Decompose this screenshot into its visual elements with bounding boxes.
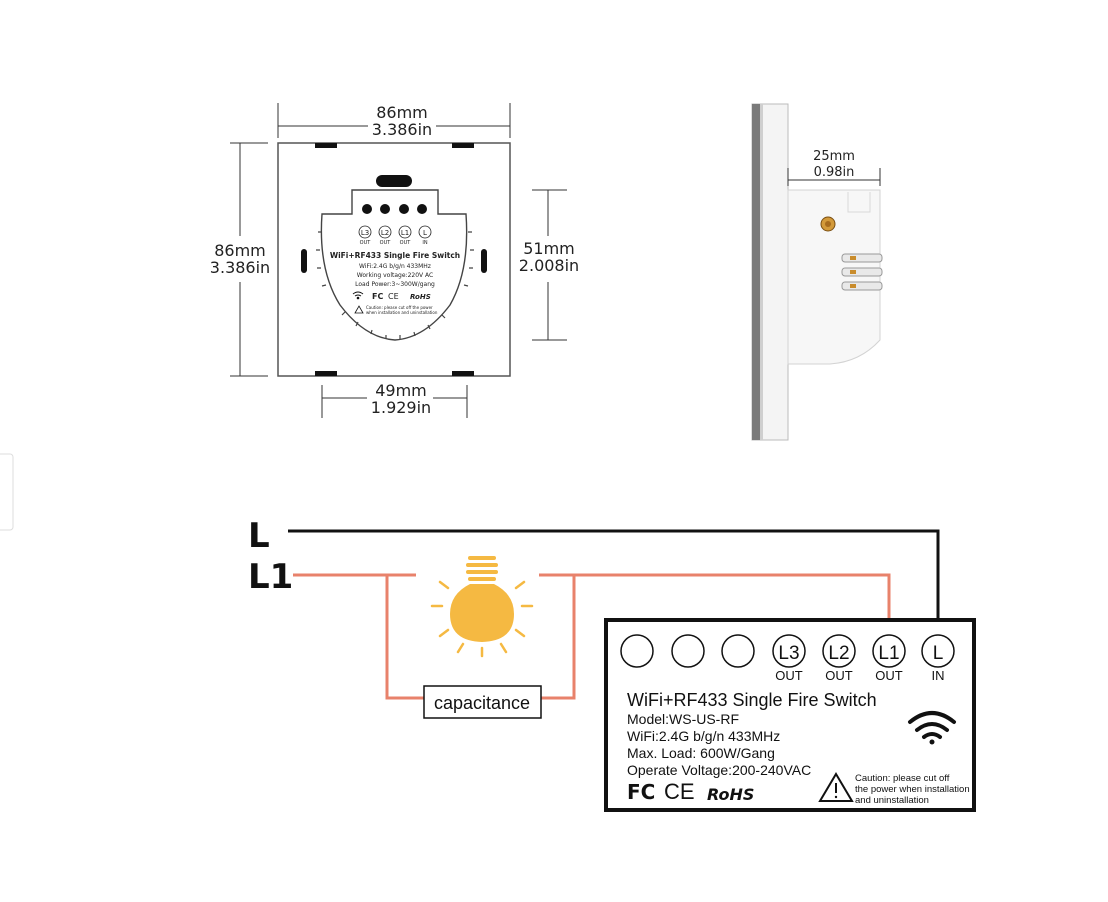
warning-icon (818, 772, 854, 802)
cable-slot (376, 175, 412, 187)
module-terminal-l2-sub: OUT (825, 668, 853, 683)
front-view: 86mm 3.386in 86mm 3.386in (210, 103, 579, 418)
module-caution-2: the power when installation (855, 784, 970, 795)
front-caution-2: when installation and uninstallation (366, 310, 438, 315)
front-terminal-l2-sub: OUT (380, 240, 392, 246)
module-cert-fc: FC (627, 780, 655, 804)
front-label-title: WiFi+RF433 Single Fire Switch (330, 251, 460, 260)
load-wire (293, 573, 891, 700)
box-height-mm-label: 51mm (523, 239, 575, 258)
width-mm-label: 86mm (376, 103, 428, 122)
module-terminal-blanks (620, 634, 755, 668)
side-terminals (841, 253, 883, 291)
module-title: WiFi+RF433 Single Fire Switch (627, 690, 877, 710)
front-terminal-l-sub: IN (422, 240, 427, 246)
front-terminal-l1: L1 (401, 229, 409, 237)
module-terminal-l1: L1 (878, 643, 899, 664)
capacitance-label: capacitance (434, 693, 530, 713)
box-teeth (316, 231, 474, 339)
box-width-mm-label: 49mm (375, 381, 427, 400)
module-terminal-l2: L2 (828, 643, 849, 664)
module-cert-ce: CE (664, 779, 695, 804)
module-max-load: Max. Load: 600W/Gang (627, 745, 775, 761)
top-dimension (277, 103, 511, 138)
module-terminal-l3-sub: OUT (775, 668, 803, 683)
module-terminal-l3: L3 (778, 643, 799, 664)
front-cert-rohs: RoHS (410, 293, 431, 301)
side-view: 25mm 0.98in (751, 103, 883, 441)
front-wifi-icon (352, 291, 364, 300)
depth-dimension (787, 168, 881, 186)
live-wire (288, 529, 940, 634)
height-mm-label: 86mm (214, 241, 266, 260)
wifi-icon (908, 711, 956, 745)
height-in-label: 3.386in (210, 258, 270, 277)
front-terminal-l: L (423, 229, 427, 237)
left-dimension (230, 142, 268, 377)
front-terminal-l3: L3 (361, 229, 369, 237)
edge-tab (0, 453, 14, 531)
front-label-line2: Working voltage:220V AC (357, 272, 433, 279)
wire-label-l: L (248, 516, 270, 556)
box-height-in-label: 2.008in (519, 256, 579, 275)
depth-mm-label: 25mm (813, 149, 855, 164)
back-box (320, 189, 468, 341)
front-terminal-l1-sub: OUT (400, 240, 412, 246)
module-wifi: WiFi:2.4G b/g/n 433MHz (627, 728, 780, 744)
front-label-line3: Load Power:3~300W/gang (355, 281, 435, 288)
front-terminal-labels: L3 L2 L1 L OUT OUT OUT IN (358, 225, 432, 246)
module-terminal-l: L (933, 643, 944, 664)
front-cert-ce: CE (388, 292, 399, 301)
side-glass-edge (752, 104, 760, 440)
module-caution-3: and uninstallation (855, 795, 929, 806)
front-warning-icon (354, 305, 364, 314)
module-terminal-l1-sub: OUT (875, 668, 903, 683)
capacitance-box (423, 685, 542, 719)
module-terminals (772, 634, 955, 668)
module-caution-1: Caution: please cut off (855, 773, 950, 784)
depth-in-label: 0.98in (814, 165, 855, 180)
side-body (787, 189, 881, 365)
wiring-diagram: L L1 capacitance (248, 516, 976, 812)
front-label-line1: WiFi:2.4G b/g/n 433MHz (359, 263, 431, 270)
width-in-label: 3.386in (372, 120, 432, 139)
plate-clips (301, 143, 487, 376)
module-cert-rohs: RoHS (707, 785, 754, 804)
right-dimension (532, 189, 567, 341)
wire-label-l1: L1 (248, 557, 293, 597)
front-cert-fc: FC (372, 292, 383, 301)
front-caution: Caution: please cut off the power (366, 305, 433, 310)
module-model: Model:WS-US-RF (627, 711, 739, 727)
module-terminal-l-sub: IN (932, 668, 945, 683)
bottom-dimension (321, 385, 468, 418)
front-terminal-l3-sub: OUT (360, 240, 372, 246)
box-width-in-label: 1.929in (371, 398, 431, 417)
terminal-screws (362, 204, 427, 214)
module-voltage: Operate Voltage:200-240VAC (627, 762, 811, 778)
front-terminal-l2: L2 (381, 229, 389, 237)
bulb-icon (430, 556, 534, 658)
